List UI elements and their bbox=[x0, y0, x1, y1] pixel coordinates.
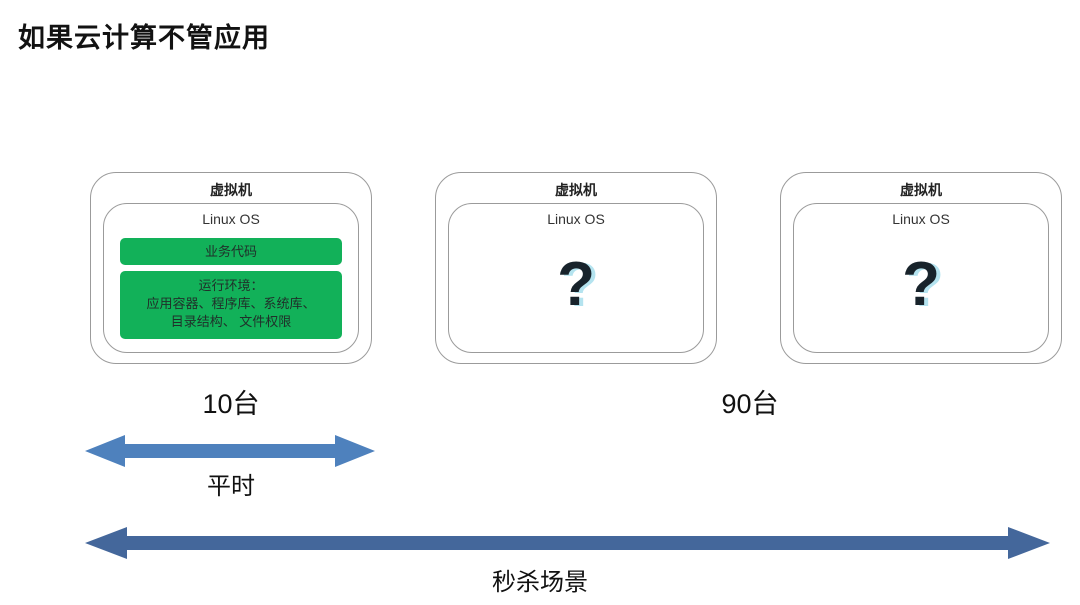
arrow-label-flash-sale: 秒杀场景 bbox=[492, 569, 588, 596]
vm-box-3-os-container: Linux OS ? bbox=[793, 203, 1049, 353]
vm-box-1-env-line-2: 应用容器、程序库、系统库、 bbox=[146, 296, 316, 311]
count-label-left: 10台 bbox=[202, 389, 260, 419]
arrow-label-normal-time: 平时 bbox=[207, 473, 255, 500]
vm-box-1: 虚拟机 Linux OS 业务代码 运行环境： 应用容器、程序库、系统库、 目录… bbox=[90, 172, 372, 364]
vm-box-1-os-label: Linux OS bbox=[202, 211, 260, 227]
vm-box-2-os-container: Linux OS ? bbox=[448, 203, 704, 353]
vm-box-3: 虚拟机 Linux OS ? bbox=[780, 172, 1062, 364]
vm-box-1-title: 虚拟机 bbox=[210, 182, 252, 198]
vm-box-3-title: 虚拟机 bbox=[900, 182, 942, 198]
vm-box-2-title: 虚拟机 bbox=[555, 182, 597, 198]
double-arrow-long bbox=[85, 527, 1050, 559]
vm-box-1-env-line-1: 运行环境： bbox=[198, 278, 264, 293]
vm-box-3-question-wrap: ? bbox=[794, 204, 1048, 352]
vm-box-2-os-label: Linux OS bbox=[547, 211, 605, 227]
vm-box-3-os-label: Linux OS bbox=[892, 211, 950, 227]
question-mark: ? bbox=[902, 249, 940, 319]
question-mark: ? bbox=[557, 249, 595, 319]
double-arrow-long-shape bbox=[85, 527, 1050, 559]
vm-box-1-os-container: Linux OS 业务代码 运行环境： 应用容器、程序库、系统库、 目录结构、 … bbox=[103, 203, 359, 353]
page-title: 如果云计算不管应用 bbox=[18, 23, 270, 53]
vm-box-1-env-block: 运行环境： 应用容器、程序库、系统库、 目录结构、 文件权限 bbox=[120, 271, 342, 339]
vm-box-1-env-line-3: 目录结构、 文件权限 bbox=[170, 314, 292, 329]
vm-box-2-question-wrap: ? bbox=[449, 204, 703, 352]
double-arrow-short-shape bbox=[85, 435, 375, 467]
count-label-right: 90台 bbox=[721, 389, 779, 419]
vm-box-2: 虚拟机 Linux OS ? bbox=[435, 172, 717, 364]
vm-box-1-code-block: 业务代码 bbox=[120, 238, 342, 265]
double-arrow-short bbox=[85, 435, 375, 467]
